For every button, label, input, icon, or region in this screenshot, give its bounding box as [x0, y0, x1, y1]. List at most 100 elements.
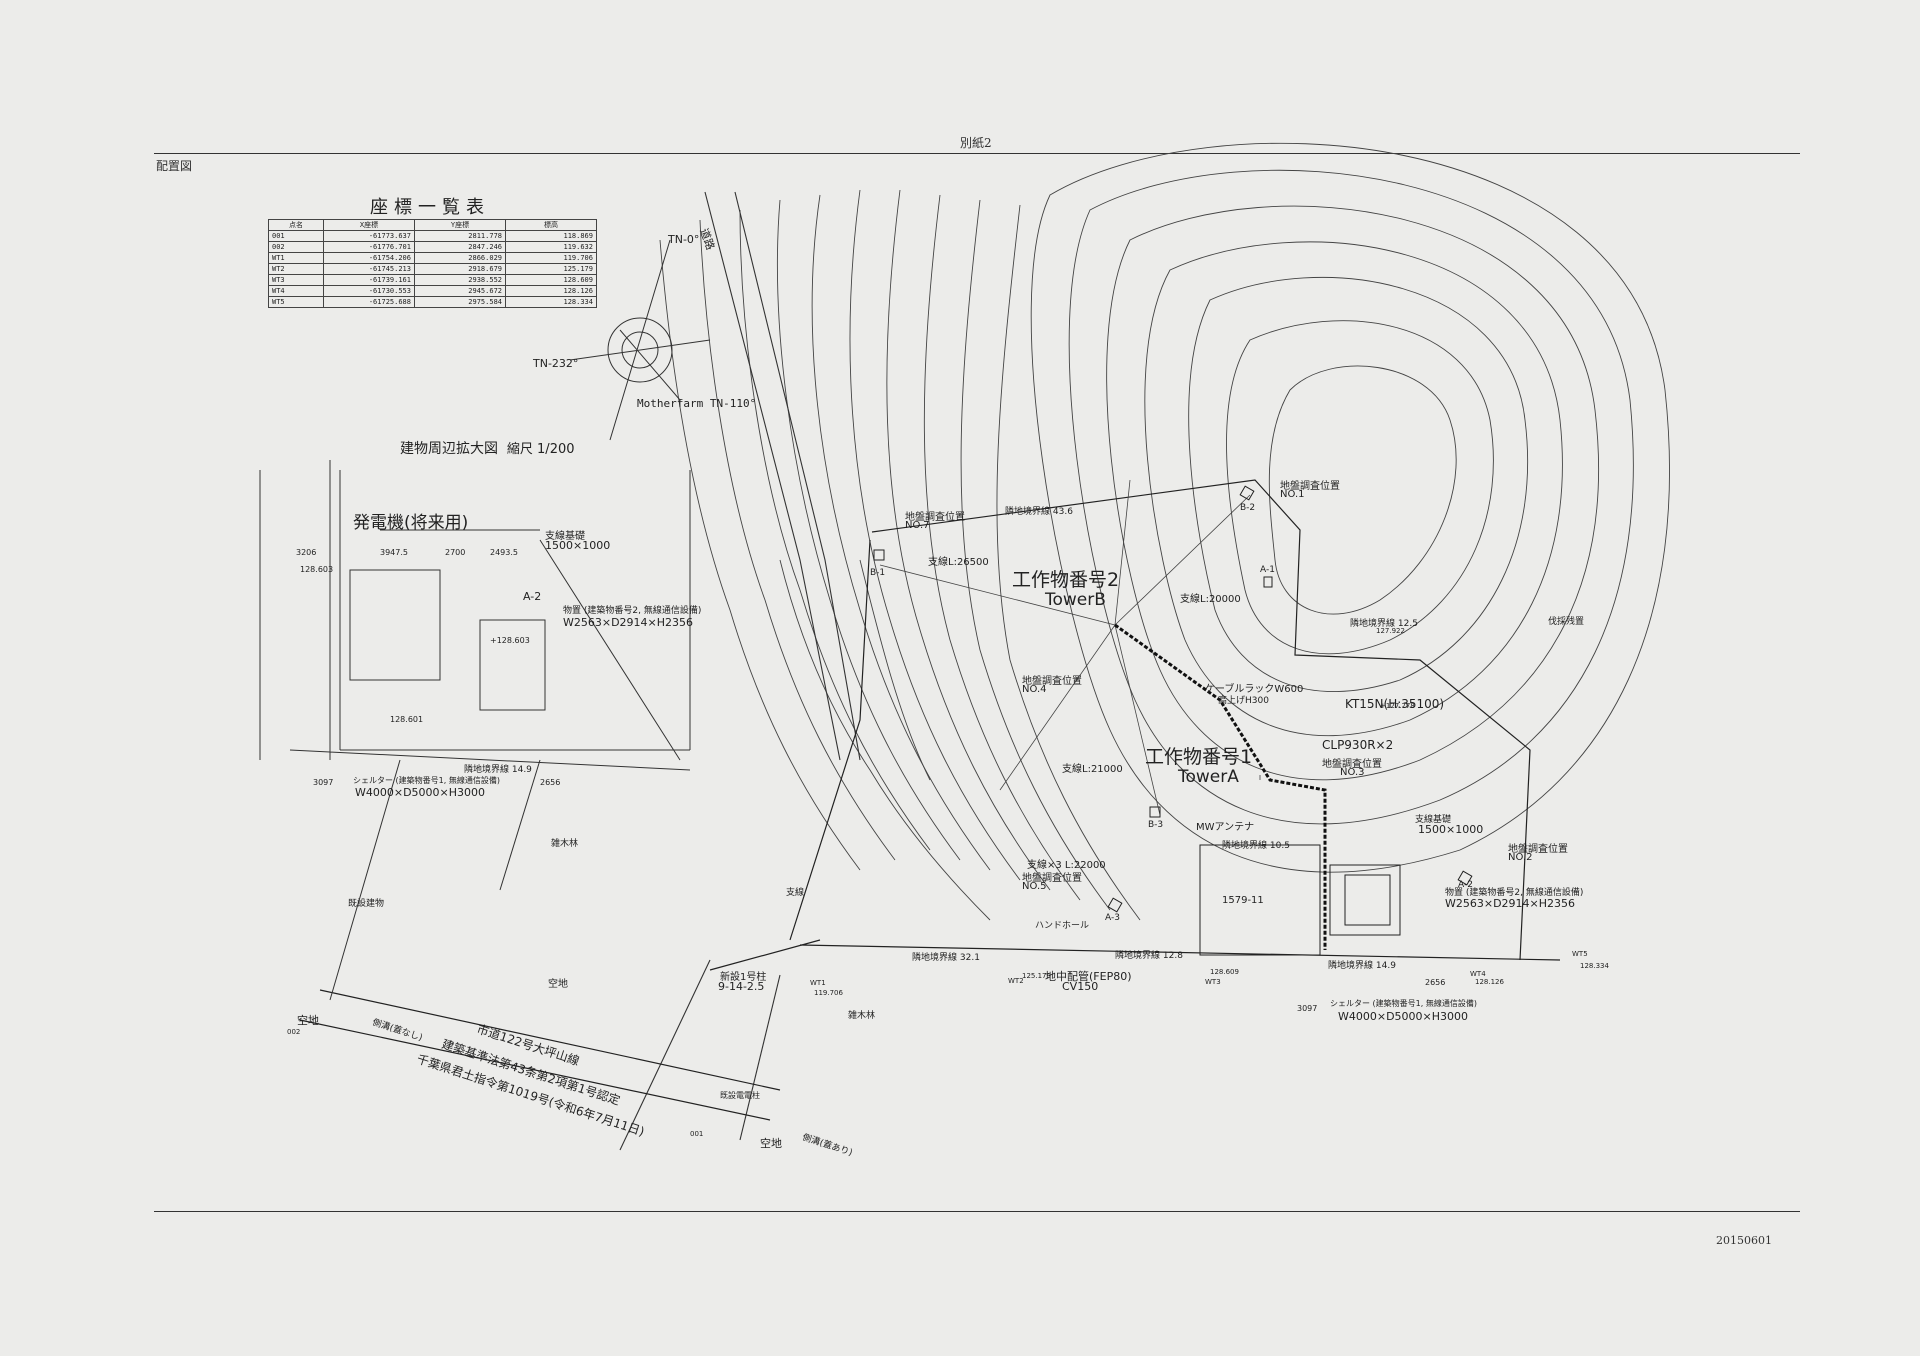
tower1-label: 工作物番号1 — [1145, 746, 1253, 768]
north-motherfarm: Motherfarm TN-110° — [637, 397, 757, 410]
boundary-43-6-value: 43.6 — [1052, 507, 1073, 517]
inset-elev-3: +128.603 — [490, 636, 530, 645]
elev-1279: 127.922 — [1376, 627, 1405, 635]
survey-no2-label: 地盤調査位置 — [1508, 844, 1568, 855]
survey-points — [873, 485, 1473, 913]
point-wt2-elev: 125.179 — [1022, 972, 1051, 980]
vacant-left: 空地 — [297, 1014, 319, 1027]
bottom-rule — [154, 1211, 1800, 1212]
vacant-center: 空地 — [548, 979, 568, 990]
dim-3097: 3097 — [1297, 1004, 1318, 1013]
boundary-12-5: 隣地境界線 12.5 — [1350, 616, 1418, 629]
inset-object-label: 物置 (建築物番号2, 無線通信設備) — [563, 606, 702, 616]
dim-2656: 2656 — [1425, 978, 1446, 987]
tower2-label: 工作物番号2 — [1012, 569, 1120, 591]
survey-no5: NO.5 — [1022, 881, 1047, 892]
north-arrow — [569, 239, 711, 441]
inset-dim-2656: 2656 — [540, 778, 561, 787]
inset-drawing — [259, 460, 691, 1001]
cv-label: CV150 — [1062, 980, 1099, 993]
survey-a2: A-2 — [1458, 880, 1473, 890]
point-wt1: WT1 — [810, 979, 826, 987]
pipe-label: 地中配管(FEP80) — [1045, 970, 1132, 983]
cable-rack — [1114, 623, 1327, 950]
inset-dim-2493: 2493.5 — [490, 548, 518, 557]
inset-shelter-size: W4000×D5000×H3000 — [355, 786, 486, 799]
coordinate-cell: 2975.584 — [414, 296, 506, 308]
north-tn0: TN-0° — [668, 233, 700, 246]
boundary-10-5-value: 10.5 — [1269, 841, 1290, 851]
survey-no7-label: 地盤調査位置 — [905, 512, 965, 523]
boundary-14-9-label: 隣地境界線 — [1328, 961, 1374, 971]
point-wt3-elev: 128.609 — [1210, 968, 1239, 976]
forest-label-1: 雑木林 — [551, 839, 579, 849]
stay-22000: 支線×3 L:22000 — [1027, 860, 1106, 871]
vacant-bottom: 空地 — [760, 1137, 782, 1150]
top-rule — [154, 153, 1800, 154]
inset-support-size: 1500×1000 — [545, 539, 611, 552]
boundary-12-8: 隣地境界線 12.8 — [1115, 948, 1183, 961]
inset-scale: 縮尺 1/200 — [506, 442, 575, 457]
boundary-32-1: 隣地境界線 32.1 — [912, 950, 980, 963]
stay-26500: 支線L:26500 — [928, 557, 989, 568]
point-wt5: WT5 — [1572, 950, 1588, 958]
inset-boundary: 隣地境界線 14.9 — [464, 765, 532, 775]
tower1-en: TowerA — [1178, 767, 1239, 787]
deposit-label: 伐採残置 — [1548, 617, 1585, 627]
inset-object-size: W2563×D2914×H2356 — [563, 616, 694, 629]
boundary-12-8-label: 隣地境界線 — [1115, 951, 1161, 961]
new-pole-number: 9-14-2.5 — [718, 980, 765, 993]
tower2-en: TowerB — [1045, 590, 1106, 610]
boundary-32-1-label: 隣地境界線 — [912, 953, 958, 963]
inset-title-text: 建物周辺拡大図 — [400, 441, 498, 457]
boundary-14-9-value: 14.9 — [1375, 961, 1396, 971]
point-wt2: WT2 — [1008, 977, 1024, 985]
boundary-12-8-value: 12.8 — [1162, 951, 1183, 961]
shelter-main-label: シェルター (建築物番号1, 無線通信設備) — [1330, 999, 1477, 1008]
survey-a1: A-1 — [1260, 565, 1275, 575]
inset-title: 建物周辺拡大図 縮尺 1/200 — [400, 438, 575, 458]
footer-code: 20150601 — [1716, 1234, 1772, 1247]
forest-label-2: 雑木林 — [848, 1011, 876, 1021]
survey-no2: NO.2 — [1508, 852, 1533, 863]
point-wt1-elev: 119.706 — [814, 989, 843, 997]
inset-elev: 128.603 — [300, 565, 334, 574]
point-wt4: WT4 — [1470, 970, 1486, 978]
coordinate-cell: 128.334 — [505, 296, 597, 308]
contour-lines — [659, 142, 1670, 921]
survey-no4-label: 地盤調査位置 — [1022, 676, 1082, 687]
point-wt5-elev: 128.334 — [1580, 962, 1609, 970]
support-main-size: 1500×1000 — [1418, 823, 1484, 836]
clp-label: CLP930R×2 — [1322, 738, 1394, 752]
boundary-10-5-label: 隣地境界線 — [1222, 841, 1268, 851]
stay-21000: 支線L:21000 — [1062, 764, 1123, 775]
inset-elev-2: 128.601 — [390, 715, 424, 724]
boundary-14-9: 隣地境界線 14.9 — [1328, 958, 1396, 971]
cable-rack-label: ケーブルラックW600 — [1205, 684, 1304, 695]
support-main-label: 支線基礎 — [1415, 815, 1452, 825]
stay-line-label: 支線 — [786, 888, 805, 898]
shelter-main-size: W4000×D5000×H3000 — [1338, 1010, 1469, 1023]
boundary-12-5-value: 12.5 — [1397, 619, 1418, 629]
road-outline — [619, 191, 861, 1151]
elev-127: +127.778 — [1380, 702, 1415, 710]
survey-b3: B-3 — [1148, 820, 1164, 830]
inset-dim-2700: 2700 — [445, 548, 466, 557]
survey-no1-top-label: 地盤調査位置 — [1280, 481, 1340, 492]
main-buildings — [1199, 844, 1401, 956]
inset-shelter-label: シェルター (建築物番号1, 無線通信設備) — [353, 776, 500, 785]
boundary-12-5-label: 隣地境界線 — [1350, 619, 1396, 629]
inset-dim-3206: 3206 — [296, 548, 317, 557]
survey-no5-label: 地盤調査位置 — [1022, 873, 1082, 884]
boundary-43-6-label: 隣地境界線 — [1005, 507, 1051, 517]
north-tn232: TN-232° — [533, 357, 579, 370]
object-main-label: 物置 (建築物番号2, 無線通信設備) — [1445, 888, 1584, 898]
point-001: 001 — [690, 1130, 704, 1138]
